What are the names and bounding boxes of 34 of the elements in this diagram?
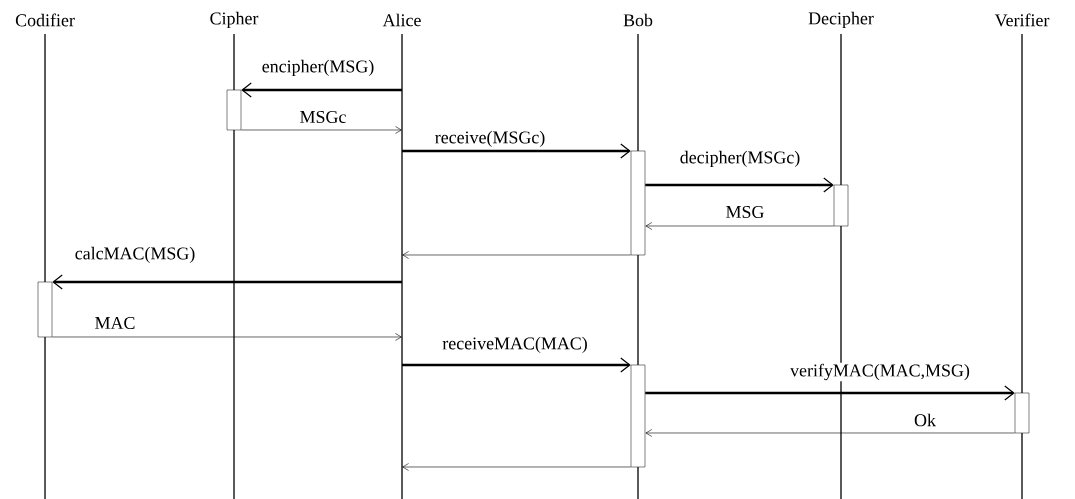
edge-label: MSGc (298, 109, 348, 124)
edge-label: receive(MSGc) (433, 129, 547, 149)
edge-label: verifyMAC(MAC,MSG) (789, 362, 971, 382)
activation-bar (37, 281, 53, 338)
participant-label: Verifier (994, 13, 1050, 27)
participant-label: Decipher (808, 11, 874, 29)
participant-label: Codifier (15, 13, 75, 27)
message-arrow (645, 177, 834, 193)
edge-label: encipher(MSG) (260, 58, 376, 78)
edge-label: MSG (724, 204, 766, 219)
message-arrow (402, 357, 631, 373)
return-arrow (402, 251, 632, 259)
edge-label: decipher(MSGc) (678, 149, 802, 169)
message-arrow (645, 385, 1015, 401)
return-arrow (240, 126, 402, 134)
message-arrow (402, 143, 631, 159)
edge-label: Ok (913, 412, 937, 428)
participant-label: Bob (623, 13, 653, 27)
edge-label: MAC (93, 315, 137, 330)
message-arrow (52, 274, 402, 290)
message-arrow (241, 82, 402, 98)
return-arrow (402, 463, 632, 471)
participant-label: Alice (382, 13, 421, 27)
activation-bar (630, 150, 646, 256)
activation-bar (1014, 392, 1030, 434)
activation-bar (226, 89, 242, 131)
return-arrow (645, 429, 1016, 437)
edge-label: receiveMAC(MAC) (441, 335, 589, 355)
return-arrow (645, 222, 835, 230)
return-arrow (51, 333, 402, 341)
activation-bar (833, 184, 849, 227)
edge-label: calcMAC(MSG) (73, 245, 197, 265)
activation-bar (630, 364, 646, 468)
participant-label: Cipher (210, 11, 259, 29)
